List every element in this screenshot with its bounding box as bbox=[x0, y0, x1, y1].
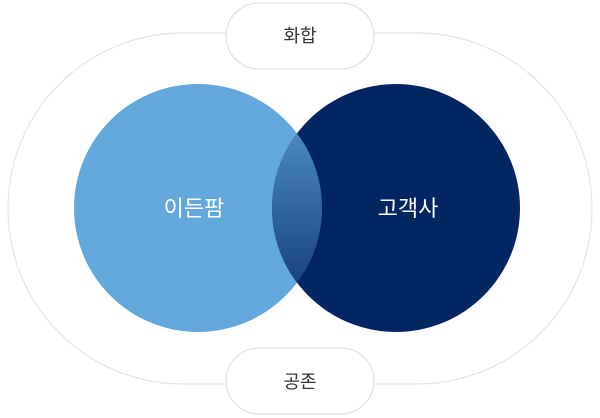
right-circle bbox=[272, 84, 520, 332]
bottom-pill-label: 공존 bbox=[283, 372, 316, 393]
bottom-pill-shape bbox=[225, 347, 375, 415]
top-pill: 화합 bbox=[225, 2, 375, 70]
top-pill-shape bbox=[225, 2, 375, 70]
left-circle-label: 이든팜 bbox=[164, 197, 225, 222]
top-pill-label: 화합 bbox=[283, 26, 316, 47]
right-circle-label: 고객사 bbox=[378, 197, 439, 222]
bottom-pill: 공존 bbox=[225, 347, 375, 415]
left-circle bbox=[74, 84, 322, 332]
